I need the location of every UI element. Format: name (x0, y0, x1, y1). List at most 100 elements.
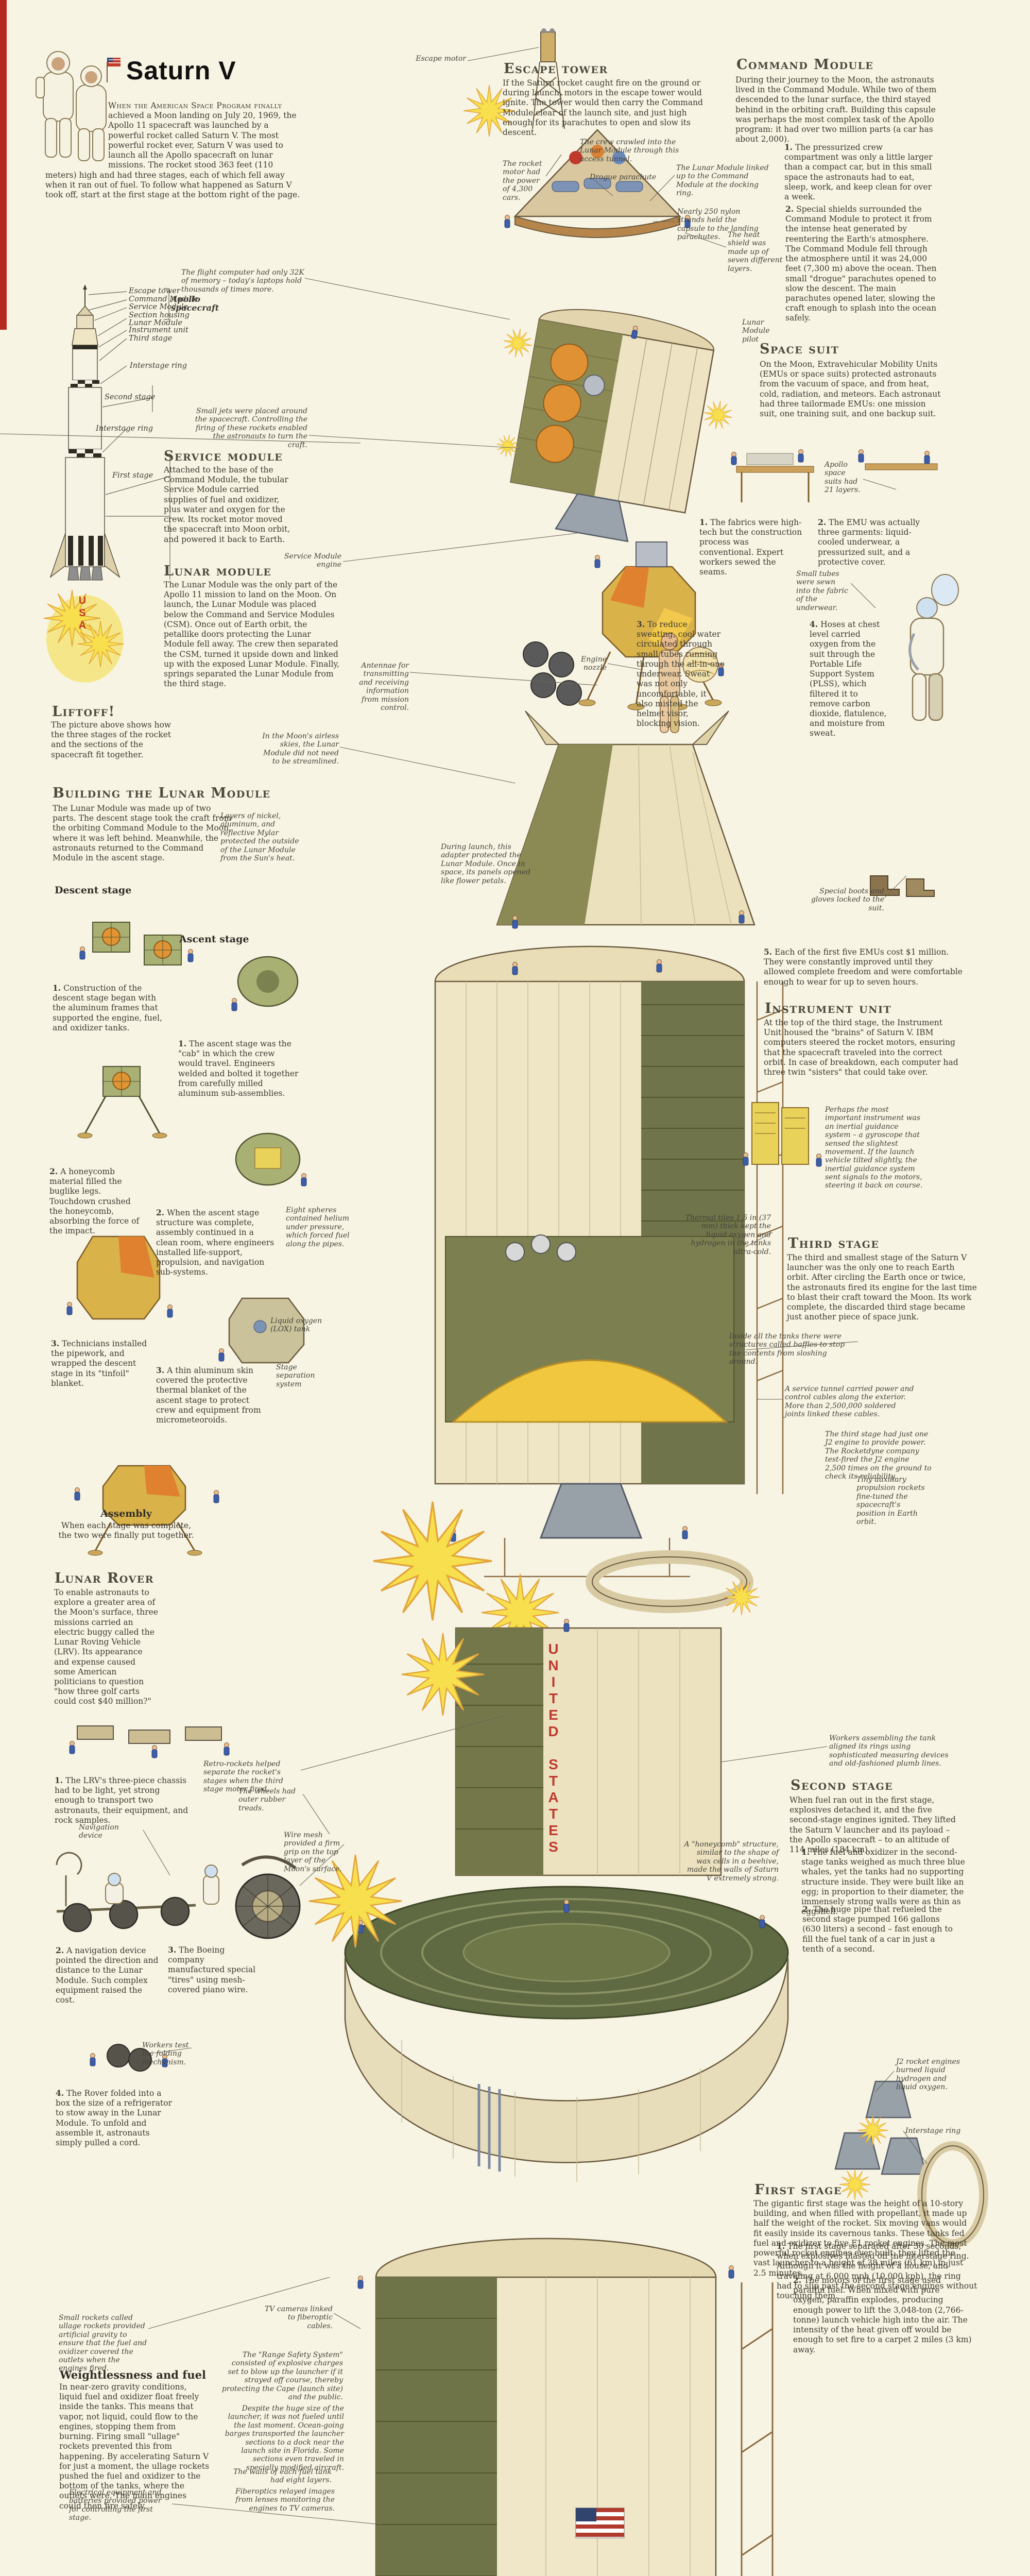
space-suit-item-5: 5. Each of the first five EMUs cost $1 m… (764, 947, 964, 987)
section-building-lm-body: The Lunar Module was made up of two part… (53, 804, 232, 863)
caption: Navigation device (79, 1823, 119, 1840)
intro-paragraph: When the American Space Program finally … (45, 101, 302, 200)
caption: The wheels had outer rubber treads. (238, 1787, 296, 1812)
page-title: Saturn V (126, 56, 236, 85)
command-module-item-2: 2. Special shields surrounded the Comman… (785, 204, 941, 324)
item-text: The motors of the first stage used paraf… (793, 2276, 972, 2354)
section-building-lm-heading: Building the Lunar Module (53, 785, 271, 801)
rover-item-3: 3. The Boeing company manufactured speci… (168, 1945, 262, 1995)
ascent-item-1: 1. The ascent stage was the "cab" in whi… (178, 1039, 301, 1098)
section-service-module-body: Attached to the base of the Command Modu… (164, 465, 290, 544)
caption: A "honeycomb" structure, similar to the … (684, 1840, 779, 1883)
section-first-stage-heading: First stage (754, 2182, 842, 2198)
diagram-label-apollo-spacecraft: Apollo spacecraft (171, 294, 219, 313)
item-number: 1. (55, 1775, 63, 1785)
service-module-illustration (494, 309, 735, 543)
caption: Antennae for transmitting and receiving … (359, 662, 409, 712)
item-number: 2. (818, 517, 827, 527)
diagram-label-instrument-unit: Instrument unit (129, 326, 188, 334)
first-stage-illustration (357, 2238, 774, 2576)
caption: Wire mesh provided a firm grip on the to… (284, 1831, 342, 1873)
diagram-label-interstage-ring-1: Interstage ring (130, 362, 187, 370)
item-number: 2. (49, 1166, 58, 1176)
caption: Escape motor (416, 55, 466, 63)
section-lunar-module-heading: Lunar module (164, 563, 272, 579)
item-text: The fuel and oxidizer in the second-stag… (801, 1848, 965, 1917)
item-text: To reduce sweating, cool water circulate… (637, 620, 725, 728)
descent-item-2: 2. A honeycomb material filled the bugli… (49, 1166, 145, 1236)
caption: During launch, this adapter protected th… (441, 843, 530, 885)
second-stage-upper-illustration (401, 1619, 722, 1876)
item-number: 3. (51, 1338, 60, 1348)
item-text: The EMU was actually three garments: liq… (818, 518, 920, 567)
ascent-stage-subheading: Ascent stage (179, 934, 249, 945)
space-suit-item-4: 4. Hoses at chest level carried oxygen f… (810, 619, 887, 739)
item-text: Special shields surrounded the Command M… (785, 205, 937, 323)
item-text: The pressurized crew compartment was onl… (784, 143, 933, 202)
caption: Perhaps the most important instrument wa… (825, 1106, 923, 1190)
space-suit-item-3: 3. To reduce sweating, cool water circul… (637, 619, 725, 728)
adapter-illustration (496, 710, 756, 929)
rover-item-4: 4. The Rover folded into a box the size … (56, 2088, 178, 2148)
instrument-unit-illustration (743, 1102, 822, 1167)
caption: Small jets were placed around the spacec… (195, 407, 307, 449)
command-module-item-1: 1. The pressurized crew compartment was … (784, 142, 939, 202)
item-text: Technicians installed the pipework, and … (51, 1339, 147, 1388)
item-number: 1. (801, 1847, 810, 1857)
caption: Stage separation system (276, 1363, 315, 1388)
item-number: 4. (810, 619, 818, 629)
caption: The Lunar Module linked up to the Comman… (676, 164, 769, 198)
section-escape-tower-heading: Escape tower (504, 61, 608, 77)
caption: Layers of nickel, aluminum, and reflecti… (220, 812, 299, 862)
item-number: 4. (56, 2088, 64, 2098)
caption: Small tubes were sewn into the fabric of… (796, 570, 848, 612)
section-third-stage-heading: Third stage (788, 1235, 880, 1251)
caption: Workers assembling the tank aligned its … (829, 1734, 949, 1768)
assembly-body: When each stage was complete, the two we… (58, 1521, 194, 1540)
item-text: A navigation device pointed the directio… (56, 1946, 159, 2005)
intro-rest: achieved a Moon landing on July 20, 1969… (45, 111, 300, 199)
item-number: 2. (156, 1208, 165, 1217)
section-space-suit-heading: Space suit (760, 341, 839, 357)
section-escape-tower-body: If the Saturn rocket caught fire on the … (503, 78, 703, 138)
caption: Thermal tiles 1.5 in (37 mm) thick kept … (685, 1214, 771, 1256)
item-text: Each of the first five EMUs cost $1 mill… (764, 947, 963, 987)
stage-separation-illustration (372, 1501, 760, 1652)
section-third-stage-body: The third and smallest stage of the Satu… (787, 1253, 977, 1322)
item-text: A thin aluminum skin covered the protect… (156, 1366, 261, 1425)
section-command-module-heading: Command Module (736, 57, 874, 73)
section-instrument-unit-heading: Instrument unit (765, 1001, 892, 1016)
caption: The third stage had just one J2 engine t… (825, 1430, 932, 1481)
item-number: 2. (802, 1904, 811, 1914)
item-number: 2. (785, 204, 794, 214)
second-stage-drum-illustration (308, 1854, 789, 2182)
section-lunar-module-body: The Lunar Module was the only part of th… (164, 580, 340, 689)
section-liftoff-body: The picture above shows how the three st… (51, 720, 171, 759)
assembly-subheading: Assembly (100, 1508, 152, 1519)
caption: Lunar Module pilot (742, 318, 770, 344)
item-number: 2. (56, 1945, 64, 1955)
caption: Electrical equipment and batteries provi… (69, 2488, 162, 2522)
item-number: 5. (764, 947, 772, 957)
item-number: 1. (784, 142, 793, 152)
item-text: A honeycomb material filled the buglike … (49, 1167, 140, 1236)
item-number: 1. (699, 517, 708, 527)
diagram-label-lm-section: Section housing Lunar Module (129, 311, 190, 328)
item-text: The ascent stage was the "cab" in which … (178, 1039, 299, 1098)
rocket-stack-diagram (43, 284, 171, 683)
section-weightlessness-body: In near-zero gravity conditions, liquid … (59, 2382, 210, 2511)
caption: Service Module engine (284, 552, 341, 569)
item-number: 3. (156, 1365, 165, 1375)
section-lunar-rover-heading: Lunar Rover (55, 1570, 154, 1586)
caption: Special boots and gloves locked to the s… (811, 887, 884, 912)
section-command-module-body: During their journey to the Moon, the as… (735, 75, 937, 144)
section-instrument-unit-body: At the top of the third stage, the Instr… (764, 1018, 958, 1077)
item-number: 3. (637, 619, 645, 629)
item-text: Hoses at chest level carried oxygen from… (810, 620, 887, 738)
caption: The walls of each fuel tank had eight la… (233, 2468, 332, 2485)
caption: Drogue parachute (590, 173, 657, 181)
section-second-stage-heading: Second stage (791, 1777, 894, 1793)
rover-wheels-stowed (523, 641, 582, 706)
caption: TV cameras linked to fiberoptic cables. (264, 2305, 333, 2330)
second-stage-item-2: 2. The huge pipe that refueled the secon… (802, 1904, 958, 1954)
